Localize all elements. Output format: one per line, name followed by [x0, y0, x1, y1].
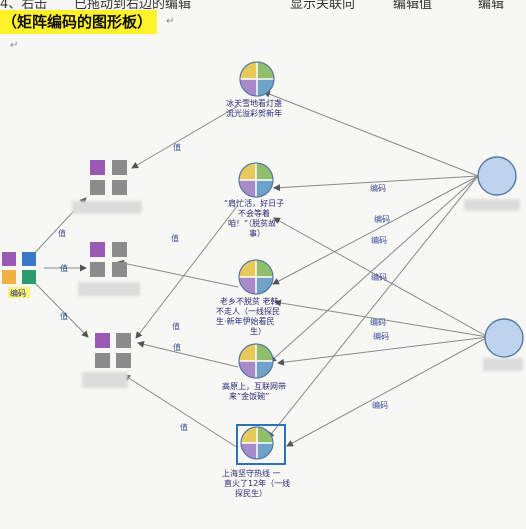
edge-l-m3	[33, 281, 89, 338]
edge-r1-a2	[273, 175, 479, 192]
value-label: 值	[60, 263, 68, 273]
article-2-line-4: 事）	[249, 228, 265, 238]
edge-r2-a5	[286, 336, 489, 447]
case-node-1[interactable]	[464, 156, 520, 211]
edge-a5-m3	[123, 374, 239, 449]
article-5-line-2: 直火了12年（一线	[224, 478, 290, 488]
article-3-line-4: 生）	[250, 326, 266, 336]
article-node-4[interactable]	[238, 343, 274, 379]
article-1-line-1: 冰天雪地看灯盏	[226, 98, 282, 108]
page-title: （矩阵编码的图形板）	[0, 10, 158, 34]
edge-r1-a4	[269, 175, 479, 363]
article-node-1[interactable]	[239, 61, 275, 97]
header-frag-2: 已拖动到右边的编辑	[74, 0, 192, 9]
article-node-2[interactable]	[238, 162, 274, 198]
article-2-line-3: 咱！”（脱贫故	[228, 218, 276, 228]
edge-a4-m3	[137, 340, 239, 368]
return-mark: ↵	[166, 16, 175, 27]
article-5-line-3: 探民生）	[235, 488, 267, 498]
edge-a1-m1	[131, 105, 239, 169]
value-label: 值	[172, 321, 180, 331]
header-frag-3: 显示关联向	[290, 0, 356, 9]
article-3-line-1: 老乡不脱贫 老韩	[220, 296, 279, 306]
value-label: 值	[58, 228, 66, 238]
article-1-line-2: 流光溢彩贺新年	[226, 108, 282, 118]
edge-a3-m2	[117, 259, 239, 288]
edge-r1-a1	[263, 90, 479, 177]
left-grid-node[interactable]: 编码	[2, 252, 36, 298]
left-node-label: 编码	[10, 288, 26, 298]
edge-labels: 编码 编码 编码 编码 编码 编码 编码 值 值 值 值 值 值 值 值	[58, 142, 390, 432]
article-4-line-1: 高原上，互联网带	[222, 381, 286, 391]
article-3-line-3: 生·新年伊始看民	[216, 316, 275, 326]
edge-label: 编码	[371, 272, 387, 282]
value-label: 值	[173, 342, 181, 352]
edge-a2-m3	[135, 204, 239, 339]
value-label: 值	[173, 142, 181, 152]
value-label: 值	[60, 311, 68, 321]
edge-label: 编码	[370, 183, 386, 193]
matrix-node-3[interactable]	[82, 333, 131, 388]
edge-r1-a3	[272, 175, 479, 285]
matrix-node-2[interactable]	[78, 242, 140, 296]
header-frag-1: 4、右击	[0, 0, 48, 9]
article-5-line-1: 上海坚守热线 一	[222, 468, 281, 478]
edge-label: 编码	[372, 400, 388, 410]
article-2-line-2: 不会等着	[238, 208, 270, 218]
article-3-line-2: 不走人（一线探民	[216, 306, 280, 316]
matrix-node-1[interactable]	[72, 160, 142, 214]
value-label: 值	[171, 233, 179, 243]
header-frag-4: 编辑值	[393, 0, 433, 9]
edge-label: 编码	[371, 235, 387, 245]
edge-r2-a2	[273, 217, 489, 338]
article-4-line-2: 来“金饭碗”	[229, 391, 269, 401]
return-mark-2: ↵	[10, 40, 19, 51]
article-node-5-selected[interactable]	[236, 424, 286, 465]
header-frag-5: 编辑	[478, 0, 505, 9]
value-label: 值	[180, 422, 188, 432]
case-node-2[interactable]	[483, 318, 524, 371]
header-line: 4、右击 已拖动到右边的编辑 显示关联向 编辑值 编辑	[0, 0, 526, 9]
edge-label: 编码	[373, 331, 389, 341]
edge-label: 编码	[370, 317, 386, 327]
article-2-line-1: “肩忙活，好日子	[224, 198, 284, 208]
article-node-3[interactable]	[238, 259, 274, 295]
edge-r1-a5	[267, 175, 479, 439]
edge-r2-a4	[277, 336, 489, 366]
edge-r2-a3	[274, 299, 489, 338]
edge-label: 编码	[374, 214, 390, 224]
